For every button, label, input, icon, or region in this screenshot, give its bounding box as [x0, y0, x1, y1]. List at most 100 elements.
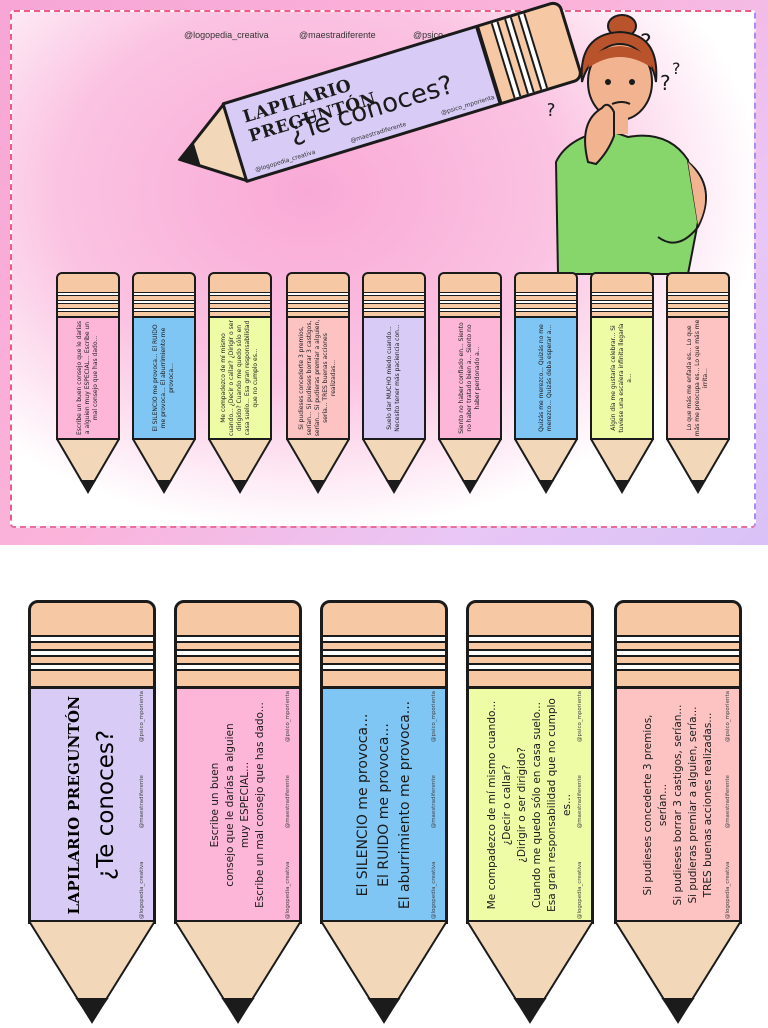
pencil-tip-icon	[55, 438, 121, 494]
pencil-eraser-cap	[666, 272, 730, 318]
large-pencil-prompt-line: Me compadezco de mí mismo cuando...	[486, 700, 498, 910]
handle-text: @psico_mporienta	[431, 691, 437, 742]
small-pencil-body: Siento no haber confiado en... Siento no…	[438, 316, 502, 440]
small-pencil-card: El SILENCIO me provoca... El RUIDO me pr…	[131, 272, 197, 494]
large-pencil-prompt-line: Esa gran responsabilidad que no cumplo e…	[546, 698, 573, 912]
handle-text: @logopedia_creativa	[431, 861, 437, 920]
pencil-tip-icon	[27, 920, 157, 1024]
handle-logopedia: @logopedia_creativa	[184, 30, 269, 40]
svg-text:?: ?	[672, 59, 681, 78]
small-pencil-body: Quizás me merezco... Quizás no me merezc…	[514, 316, 578, 440]
small-pencil-card: Quizás me merezco... Quizás no me merezc…	[513, 272, 579, 494]
pencil-eraser-cap	[362, 272, 426, 318]
pencil-tip-icon	[589, 438, 655, 494]
pencil-tip-icon	[207, 438, 273, 494]
pencil-eraser-cap	[614, 600, 742, 690]
large-pencil-title: LAPILARIO PREGUNTÓN	[65, 695, 83, 915]
small-pencil-card: Escribe un buen consejo que le darías a …	[55, 272, 121, 494]
pencil-eraser-cap	[286, 272, 350, 318]
pencil-tip-icon	[513, 438, 579, 494]
pencil-eraser-cap	[590, 272, 654, 318]
handle-text: @psico_mporienta	[725, 691, 731, 742]
small-pencil-card: Suelo dar MUCHO miedo cuando... Necesito…	[361, 272, 427, 494]
pencil-eraser-cap	[438, 272, 502, 318]
large-pencil-handles: @logopedia_creativa @maestradiferente @p…	[577, 691, 583, 919]
small-pencil-body: El SILENCIO me provoca... El RUIDO me pr…	[132, 316, 196, 440]
small-pencil-body: Si pudieses concederte 3 premios, serían…	[286, 316, 350, 440]
pencil-tip-icon	[361, 438, 427, 494]
small-pencil-card: Lo que más me enfada es... Lo que más me…	[665, 272, 731, 494]
thinking-girl-illustration: ? ? ? ?	[548, 14, 707, 275]
small-pencil-body: Escribe un buen consejo que le darías a …	[56, 316, 120, 440]
pencil-tip-icon	[665, 438, 731, 494]
large-pencil-card: Si pudieses concederte 3 premios, serían…	[613, 600, 743, 1024]
pencil-eraser-cap	[56, 272, 120, 318]
small-pencil-body: Suelo dar MUCHO miedo cuando... Necesito…	[362, 316, 426, 440]
handle-text: @psico_mporienta	[139, 691, 145, 742]
pencil-eraser-cap	[208, 272, 272, 318]
large-pencil-prompt-line: Si pudieras premiar a alguien, sería...	[686, 706, 699, 904]
small-pencil-prompt: Algún día me gustaría celebrar... Si tuv…	[610, 323, 633, 433]
small-pencil-prompt: Escribe un buen consejo que le darías a …	[76, 321, 99, 436]
pencil-eraser-cap	[514, 272, 578, 318]
large-pencil-handles: @logopedia_creativa @maestradiferente @p…	[725, 691, 731, 919]
large-pencil-prompt-line: Cuando me quedo sólo en casa suelo...	[531, 702, 543, 908]
large-pencil-card: Me compadezco de mí mismo cuando...¿Deci…	[465, 600, 595, 1024]
small-pencil-body: Me compadezco de mí mismo cuando... ¿Dec…	[208, 316, 272, 440]
handle-text: @logopedia_creativa	[139, 861, 145, 920]
small-pencil-prompt: Quizás me merezco... Quizás no me merezc…	[538, 324, 553, 432]
small-pencil-body: Algún día me gustaría celebrar... Si tuv…	[590, 316, 654, 440]
small-pencil-prompt: Suelo dar MUCHO miedo cuando... Necesito…	[386, 324, 401, 432]
large-pencil-prompt-line: consejo que le darías a alguien	[224, 723, 236, 887]
large-pencil-prompt-line: ¿Dirigir o ser dirigido?	[516, 747, 528, 863]
small-pencil-prompt: Si pudieses concederte 3 premios, serían…	[298, 319, 337, 437]
large-pencil-prompt-line: TRES buenas acciones realizadas...	[701, 712, 714, 898]
large-pencil-body: LAPILARIO PREGUNTÓN ¿Te conoces? @logope…	[28, 686, 156, 924]
small-pencil-prompt: Siento no haber confiado en... Siento no…	[458, 322, 481, 434]
large-pencil-text-block: Me compadezco de mí mismo cuando...¿Deci…	[471, 691, 589, 919]
large-pencil-prompt-line: ¿Decir o callar?	[501, 764, 513, 846]
pencil-tip-icon	[173, 920, 303, 1024]
handle-text: @logopedia_creativa	[285, 861, 291, 920]
large-pencil-text-block: El SILENCIO me provoca...El RUIDO me pro…	[325, 691, 443, 919]
large-pencil-subtitle: ¿Te conoces?	[93, 729, 119, 881]
large-pencil-text-block: Si pudieses concederte 3 premios, serían…	[619, 691, 737, 919]
handle-text: @maestradiferente	[725, 775, 731, 829]
large-pencil-body: Me compadezco de mí mismo cuando...¿Deci…	[466, 686, 594, 924]
large-pencil-handles: @logopedia_creativa @maestradiferente @p…	[431, 691, 437, 919]
handle-text: @logopedia_creativa	[725, 861, 731, 920]
handle-text: @maestradiferente	[431, 775, 437, 829]
small-pencil-prompt: Lo que más me enfada es... Lo que más me…	[686, 319, 709, 437]
small-pencil-body: Lo que más me enfada es... Lo que más me…	[666, 316, 730, 440]
large-pencil-handles: @logopedia_creativa @maestradiferente @p…	[139, 691, 145, 919]
handle-text: @psico_mporienta	[285, 691, 291, 742]
pencil-eraser-cap	[28, 600, 156, 690]
svg-text:?: ?	[660, 71, 671, 95]
small-pencil-prompt: Me compadezco de mí mismo cuando... ¿Dec…	[220, 320, 259, 436]
svg-text:?: ?	[548, 100, 556, 121]
handle-text: @psico_mporienta	[577, 691, 583, 742]
handle-text: @maestradiferente	[577, 775, 583, 829]
large-pencil-text-block: LAPILARIO PREGUNTÓN ¿Te conoces?	[33, 691, 151, 919]
large-pencil-prompt-line: El RUIDO me provoca...	[375, 723, 392, 887]
large-pencil-body: El SILENCIO me provoca...El RUIDO me pro…	[320, 686, 448, 924]
large-pencil-prompt-line: Si pudieses borrar 3 castigos, serían...	[671, 704, 684, 906]
small-pencil-card: Algún día me gustaría celebrar... Si tuv…	[589, 272, 655, 494]
large-pencil-prompt-line: Escribe un buen	[209, 762, 221, 848]
pencil-tip-icon	[285, 438, 351, 494]
handle-maestra: @maestradiferente	[299, 30, 376, 40]
large-pencil-prompt-line: muy ESPECIAL...	[239, 761, 251, 849]
large-pencil-body: Si pudieses concederte 3 premios, serían…	[614, 686, 742, 924]
large-pencil-prompt-line: El aburrimiento me provoca...	[396, 700, 413, 910]
large-pencil-card: El SILENCIO me provoca...El RUIDO me pro…	[319, 600, 449, 1024]
small-pencil-card: Siento no haber confiado en... Siento no…	[437, 272, 503, 494]
handle-text: @maestradiferente	[285, 775, 291, 829]
pencil-tip-icon	[437, 438, 503, 494]
large-pencil-card: LAPILARIO PREGUNTÓN ¿Te conoces? @logope…	[27, 600, 157, 1024]
small-pencil-card: Si pudieses concederte 3 premios, serían…	[285, 272, 351, 494]
pencil-tip-icon	[465, 920, 595, 1024]
pencil-tip-icon	[613, 920, 743, 1024]
